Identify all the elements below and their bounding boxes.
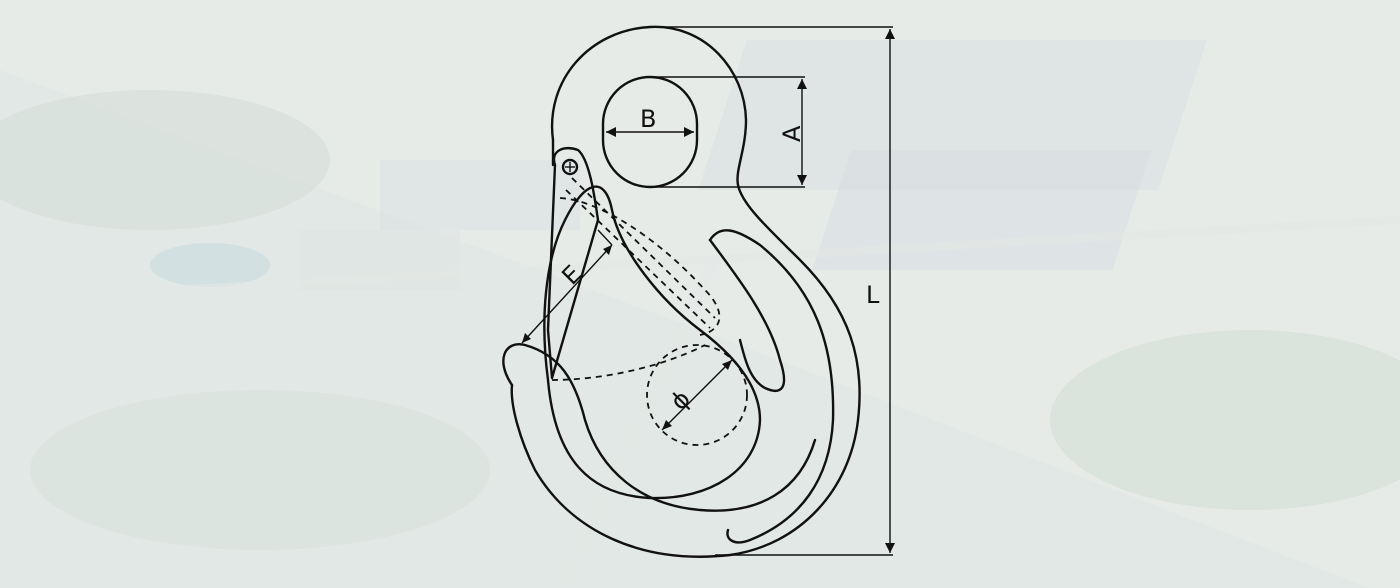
safety-latch bbox=[546, 146, 600, 380]
label-e: E bbox=[556, 260, 587, 291]
label-b: B bbox=[640, 105, 656, 133]
label-phi: ϕ bbox=[665, 385, 696, 416]
latch-pin bbox=[561, 158, 579, 176]
latch-open-position bbox=[571, 177, 716, 319]
throat-diameter-circle bbox=[646, 344, 748, 446]
label-l: L bbox=[866, 281, 880, 309]
hook-tip-edge bbox=[708, 238, 786, 392]
hook-outer-outline bbox=[510, 25, 861, 558]
hook-tip-inner bbox=[708, 229, 835, 544]
hook-inner-throat bbox=[543, 185, 762, 500]
dim-e-line bbox=[521, 244, 613, 344]
phi-dimension-line bbox=[661, 359, 733, 431]
latch-swing-arc bbox=[551, 344, 706, 381]
hook-lower-lip bbox=[502, 343, 817, 512]
label-a: A bbox=[778, 125, 806, 142]
